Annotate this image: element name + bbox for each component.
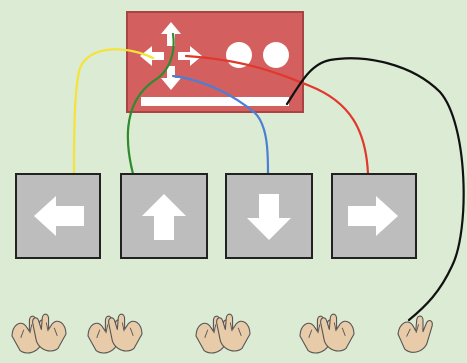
key-right (331, 173, 417, 259)
four-way-arrow-icon (140, 22, 202, 90)
key-left (15, 173, 101, 259)
blue-wire (171, 74, 270, 176)
round-button-icon (263, 42, 289, 68)
controller-board (126, 11, 304, 113)
key-up (120, 173, 208, 259)
clapping-hands-icon (395, 313, 438, 356)
right-arrow-icon (348, 196, 398, 236)
key-down (225, 173, 313, 259)
clapping-hands-icon (192, 311, 253, 356)
left-arrow-icon (34, 196, 84, 236)
white-bar (141, 97, 289, 106)
clapping-hands-icon (296, 311, 357, 356)
red-wire (184, 54, 370, 176)
clapping-hands-icon (8, 311, 69, 356)
down-arrow-icon (247, 194, 291, 240)
yellow-wire (72, 48, 155, 176)
green-wire (126, 32, 175, 176)
hands-row (8, 311, 438, 356)
clapping-hands-icon (84, 311, 145, 356)
black-wire (285, 57, 465, 322)
up-arrow-icon (142, 194, 186, 240)
